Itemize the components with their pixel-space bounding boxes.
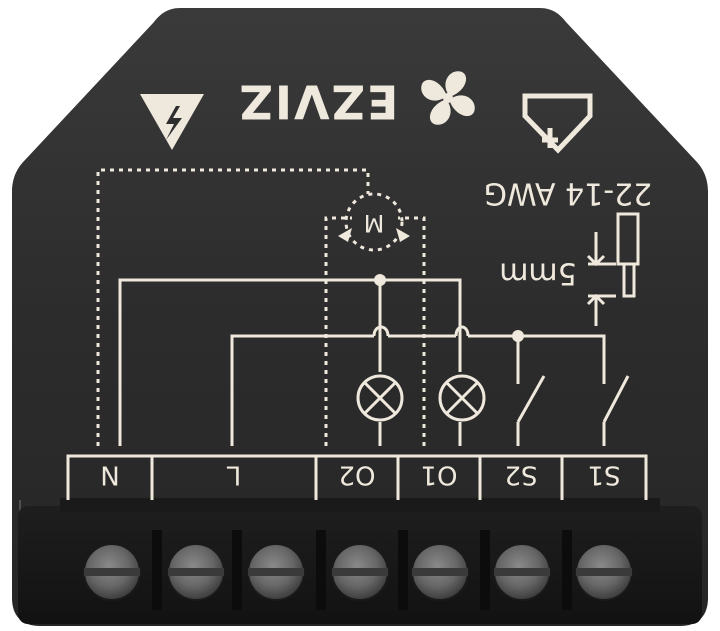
terminal-label-l: L — [226, 460, 241, 490]
motor-symbol: M — [364, 209, 385, 237]
motor-arrows — [338, 228, 410, 242]
lamp-icon — [356, 374, 404, 422]
screw-icon — [411, 543, 469, 601]
terminal-label-n: N — [100, 460, 119, 490]
terminal-label-s1: S1 — [587, 460, 620, 490]
high-voltage-warning-icon — [140, 94, 204, 150]
switch-icon — [516, 372, 546, 423]
brand-text: EZVIZ — [238, 75, 399, 129]
switch-dots — [374, 274, 524, 342]
screw-icon — [83, 543, 141, 601]
terminal-label-o1: O1 — [420, 460, 457, 490]
screw-icon — [331, 543, 389, 601]
screw-icon — [575, 543, 633, 601]
strip-length-label: 5mm — [499, 256, 577, 291]
terminal-label-s2: S2 — [504, 460, 537, 490]
screw-icon — [493, 543, 551, 601]
wire-strip-icon — [586, 212, 640, 326]
motor-dotted-wiring — [96, 168, 426, 446]
brand-logo: EZVIZ — [238, 75, 399, 129]
wire-gauge-label: 22-14 AWG — [484, 176, 653, 211]
screw-icon — [247, 543, 305, 601]
terminal-labels: N L O2 O1 S2 S1 — [100, 460, 620, 490]
screw-row — [83, 543, 633, 601]
housing-body — [12, 8, 708, 626]
terminal-separators — [152, 530, 572, 610]
terminal-label-o2: O2 — [338, 460, 375, 490]
switch-icon — [602, 372, 630, 423]
fan-logo-icon — [421, 71, 475, 125]
terminal-label-frame — [66, 454, 648, 500]
lamp-icon — [438, 374, 486, 422]
terminal-block-top-rim — [60, 498, 660, 512]
insert-direction-icon — [522, 93, 593, 154]
screw-icon — [167, 543, 225, 601]
